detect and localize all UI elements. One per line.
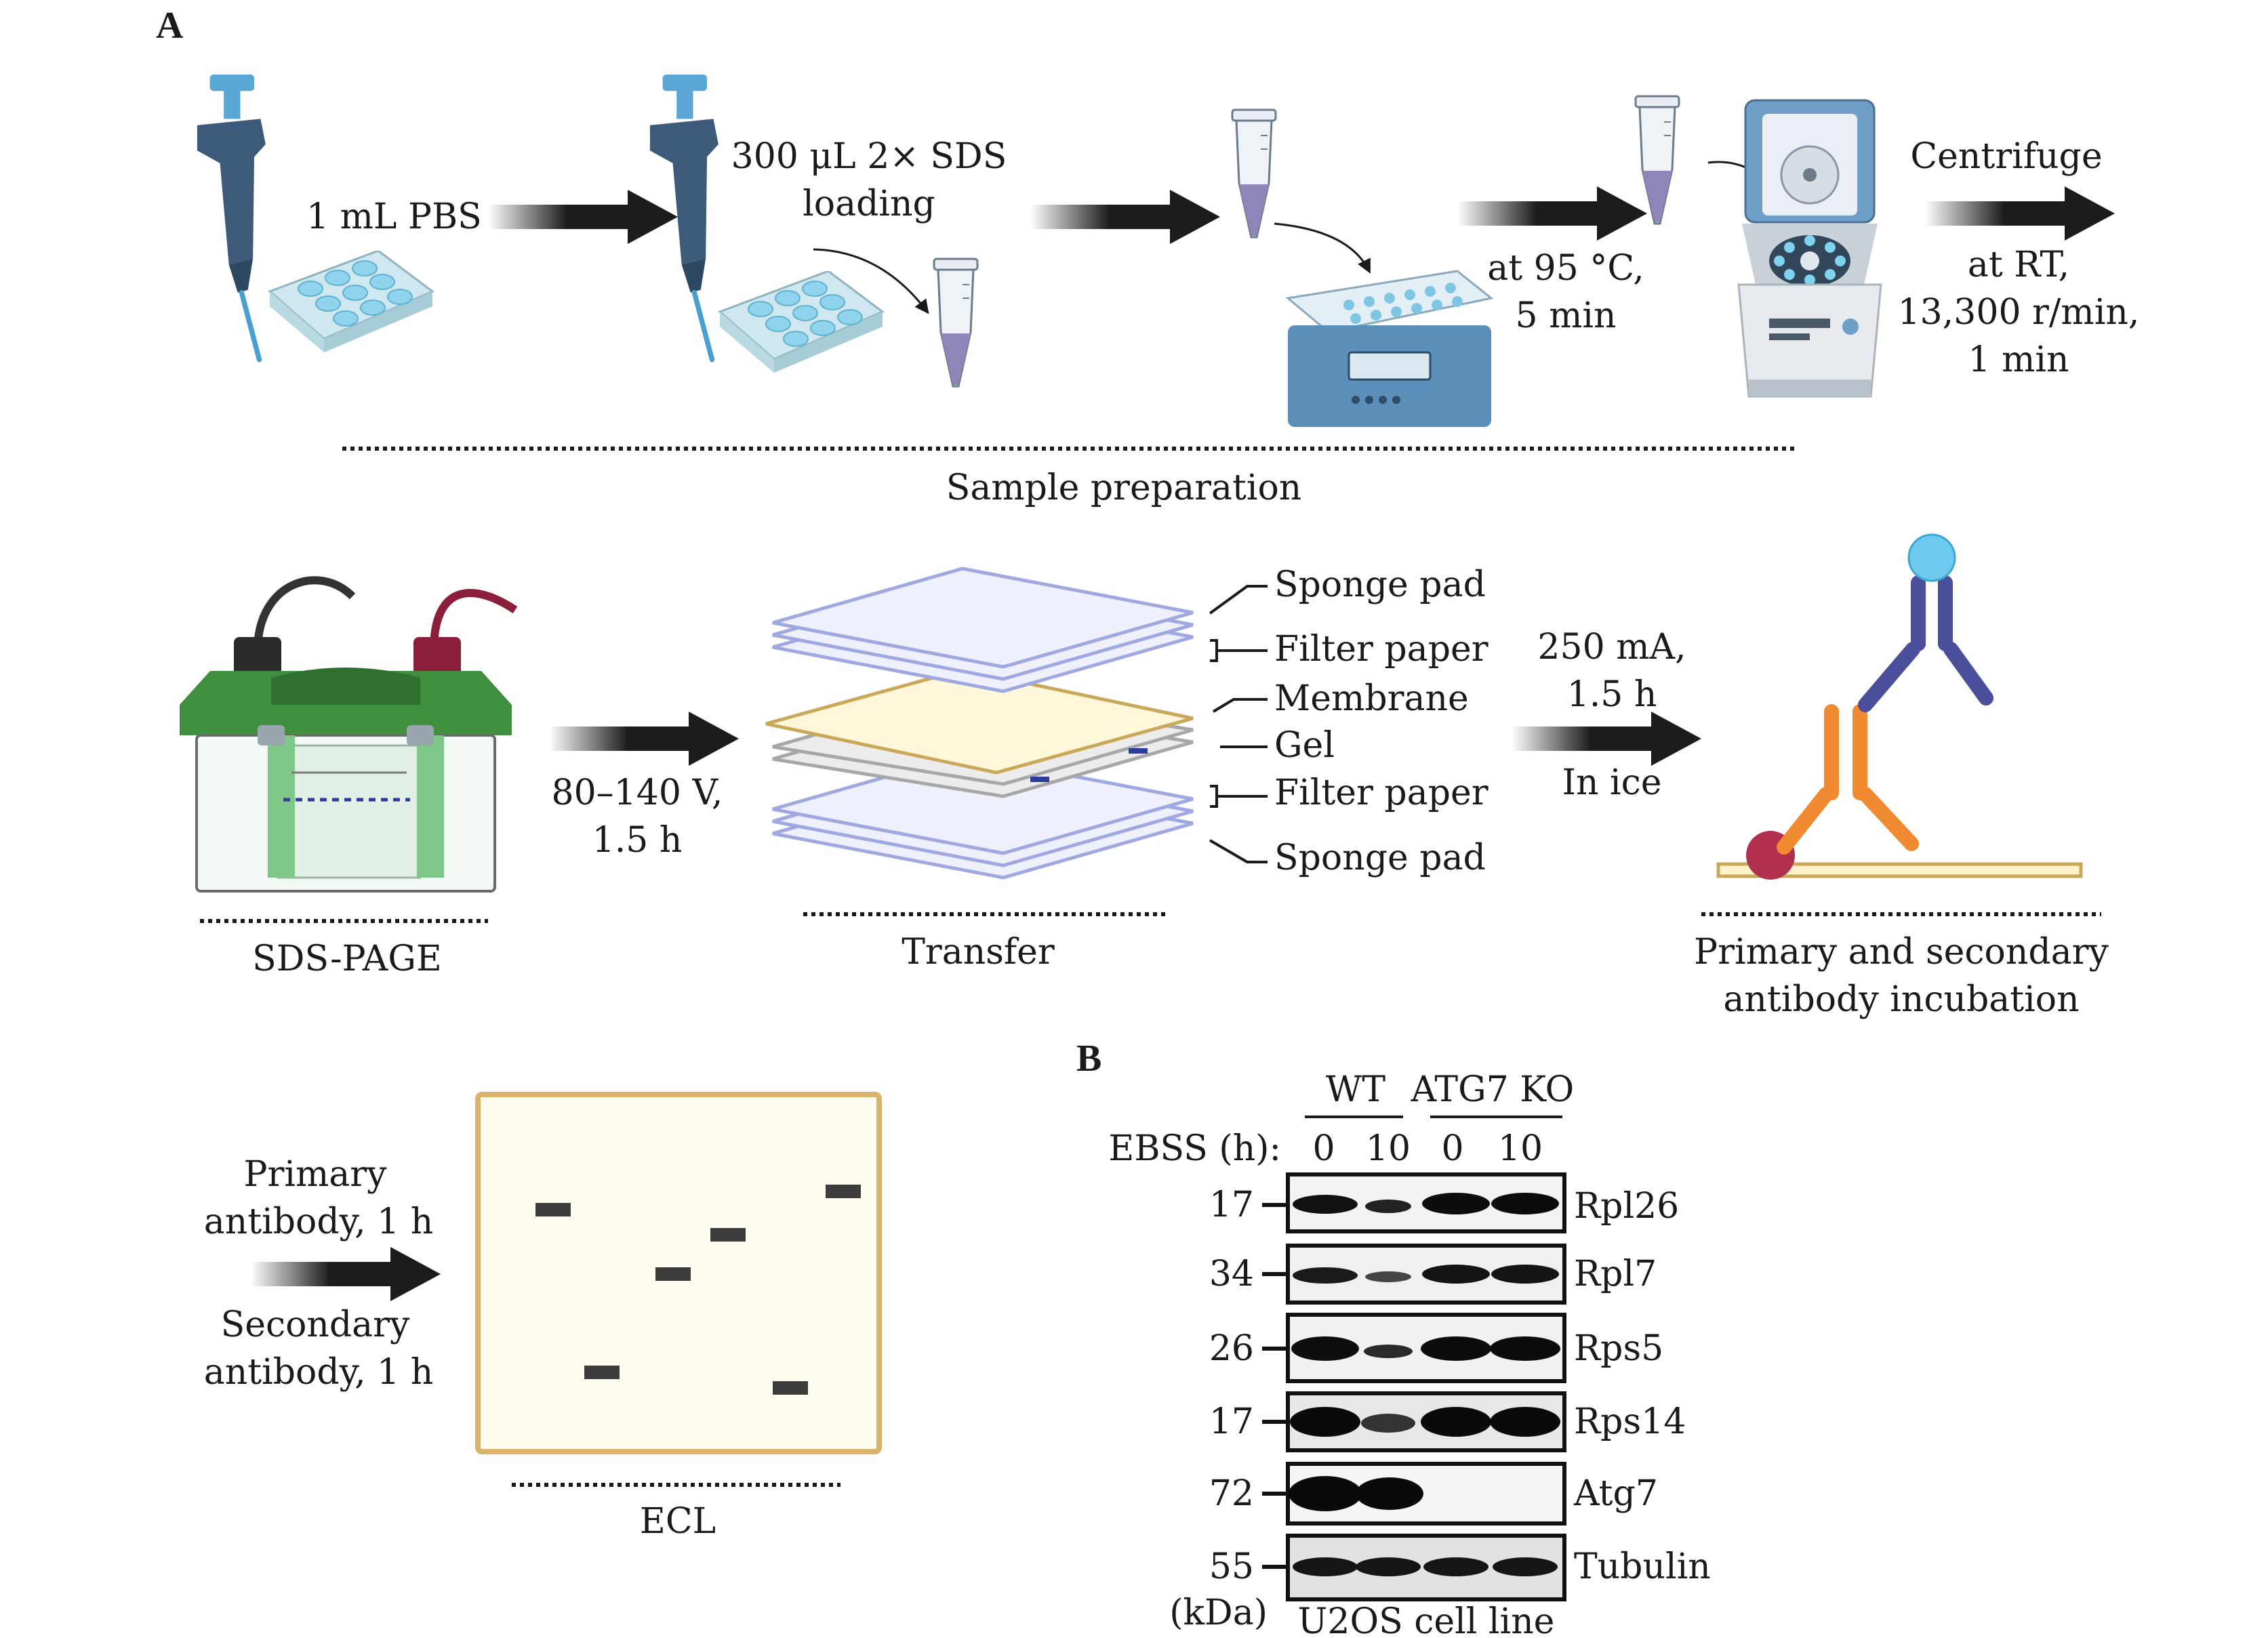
- secondary-antibody-line2: antibody, 1 h: [204, 1352, 434, 1393]
- panel-b-label: B: [1076, 1038, 1101, 1080]
- group-wt: WT: [1326, 1069, 1385, 1110]
- blot-atg7: [1286, 1462, 1566, 1526]
- blot-rpl26: [1286, 1172, 1566, 1233]
- marker-row4: 17: [1209, 1401, 1254, 1442]
- timepoint-3: 0: [1441, 1128, 1463, 1169]
- antibody-incubation-icon: [1716, 533, 2083, 880]
- arrow-1-icon: [488, 190, 678, 244]
- layer-filter-top: Filter paper: [1274, 629, 1489, 670]
- marker-row1: 17: [1209, 1185, 1254, 1225]
- protein-tubulin: Tubulin: [1574, 1547, 1711, 1587]
- timepoint-4: 10: [1498, 1128, 1543, 1169]
- transfer-stack-icon: [765, 567, 1194, 880]
- marker-ticks: [1262, 1203, 1288, 1569]
- panel-a-label: A: [156, 5, 184, 47]
- protein-rpl7: Rpl7: [1574, 1254, 1657, 1294]
- well-plate-1-icon: [268, 251, 434, 354]
- heat-block-icon: [1285, 270, 1494, 427]
- blot-rpl7: [1286, 1244, 1566, 1305]
- transfer-layer-leaders: [1209, 585, 1268, 863]
- marker-unit: (kDa): [1169, 1593, 1268, 1633]
- centrifuge-icon: [1737, 99, 1882, 398]
- centrifuge-line2: 13,300 r/min,: [1898, 292, 2140, 333]
- voltage-line1: 80–140 V,: [552, 773, 723, 813]
- sds-loading-line1: 300 μL 2× SDS: [731, 136, 1007, 177]
- marker-row5: 72: [1209, 1473, 1254, 1514]
- pbs-label: 1 mL PBS: [306, 197, 482, 237]
- ecl-membrane-icon: [475, 1092, 882, 1454]
- protein-rps14: Rps14: [1574, 1401, 1686, 1442]
- sds-page-label: SDS-PAGE: [252, 939, 442, 979]
- layer-filter-bottom: Filter paper: [1274, 773, 1489, 813]
- current-line2: 1.5 h: [1567, 674, 1657, 715]
- treatment-label: EBSS (h):: [1108, 1128, 1281, 1169]
- centrifuge-line3: 1 min: [1968, 340, 2069, 380]
- timepoint-2: 10: [1366, 1128, 1411, 1169]
- blot-tubulin: [1286, 1534, 1566, 1601]
- layer-sponge-top: Sponge pad: [1274, 565, 1486, 605]
- layer-sponge-bottom: Sponge pad: [1274, 838, 1486, 878]
- secondary-antibody-line1: Secondary: [221, 1305, 410, 1345]
- marker-row6: 55: [1209, 1547, 1254, 1587]
- tube-2-icon: [1231, 108, 1277, 239]
- tube-3-icon: [1634, 95, 1680, 225]
- heat-line1: at 95 °C,: [1487, 248, 1644, 289]
- curved-arrow-1-icon: [813, 248, 929, 314]
- arrow-3-icon: [1457, 186, 1647, 241]
- incubation-line1: Primary and secondary: [1694, 932, 2109, 972]
- arrow-2-icon: [1030, 190, 1220, 244]
- protein-atg7: Atg7: [1573, 1473, 1658, 1514]
- arrow-6-icon: [1512, 712, 1701, 766]
- blot-rps14: [1286, 1391, 1566, 1452]
- timepoint-1: 0: [1312, 1128, 1335, 1169]
- pipette-1-icon: [197, 75, 266, 360]
- centrifuge-title: Centrifuge: [1910, 136, 2102, 177]
- transfer-label: Transfer: [902, 932, 1055, 972]
- primary-antibody-line1: Primary: [243, 1154, 387, 1195]
- arrow-7-icon: [251, 1247, 441, 1301]
- incubation-line2: antibody incubation: [1723, 979, 2079, 1020]
- voltage-line2: 1.5 h: [592, 820, 683, 861]
- centrifuge-line1: at RT,: [1968, 245, 2069, 285]
- group-atg7-ko: ATG7 KO: [1411, 1069, 1575, 1110]
- curved-arrow-2-icon: [1274, 222, 1371, 274]
- gel-electrophoresis-box-icon: [180, 576, 518, 893]
- arrow-4-icon: [1925, 186, 2115, 241]
- ice-condition: In ice: [1562, 762, 1661, 803]
- ecl-label: ECL: [640, 1501, 716, 1542]
- sds-loading-line2: loading: [803, 184, 935, 224]
- marker-row3: 26: [1209, 1328, 1254, 1369]
- heat-line2: 5 min: [1515, 295, 1616, 336]
- blot-rps5: [1286, 1313, 1566, 1383]
- current-line1: 250 mA,: [1537, 627, 1686, 668]
- well-plate-2-icon: [718, 271, 884, 374]
- primary-antibody-line2: antibody, 1 h: [204, 1202, 434, 1242]
- cell-line-label: U2OS cell line: [1298, 1601, 1555, 1638]
- protein-rpl26: Rpl26: [1574, 1186, 1679, 1227]
- layer-membrane: Membrane: [1274, 678, 1469, 719]
- sample-prep-label: Sample preparation: [946, 468, 1302, 508]
- marker-row2: 34: [1209, 1254, 1254, 1294]
- arrow-5-icon: [549, 712, 739, 766]
- protein-rps5: Rps5: [1574, 1328, 1663, 1369]
- layer-gel: Gel: [1274, 725, 1335, 766]
- tube-1-icon: [933, 258, 979, 388]
